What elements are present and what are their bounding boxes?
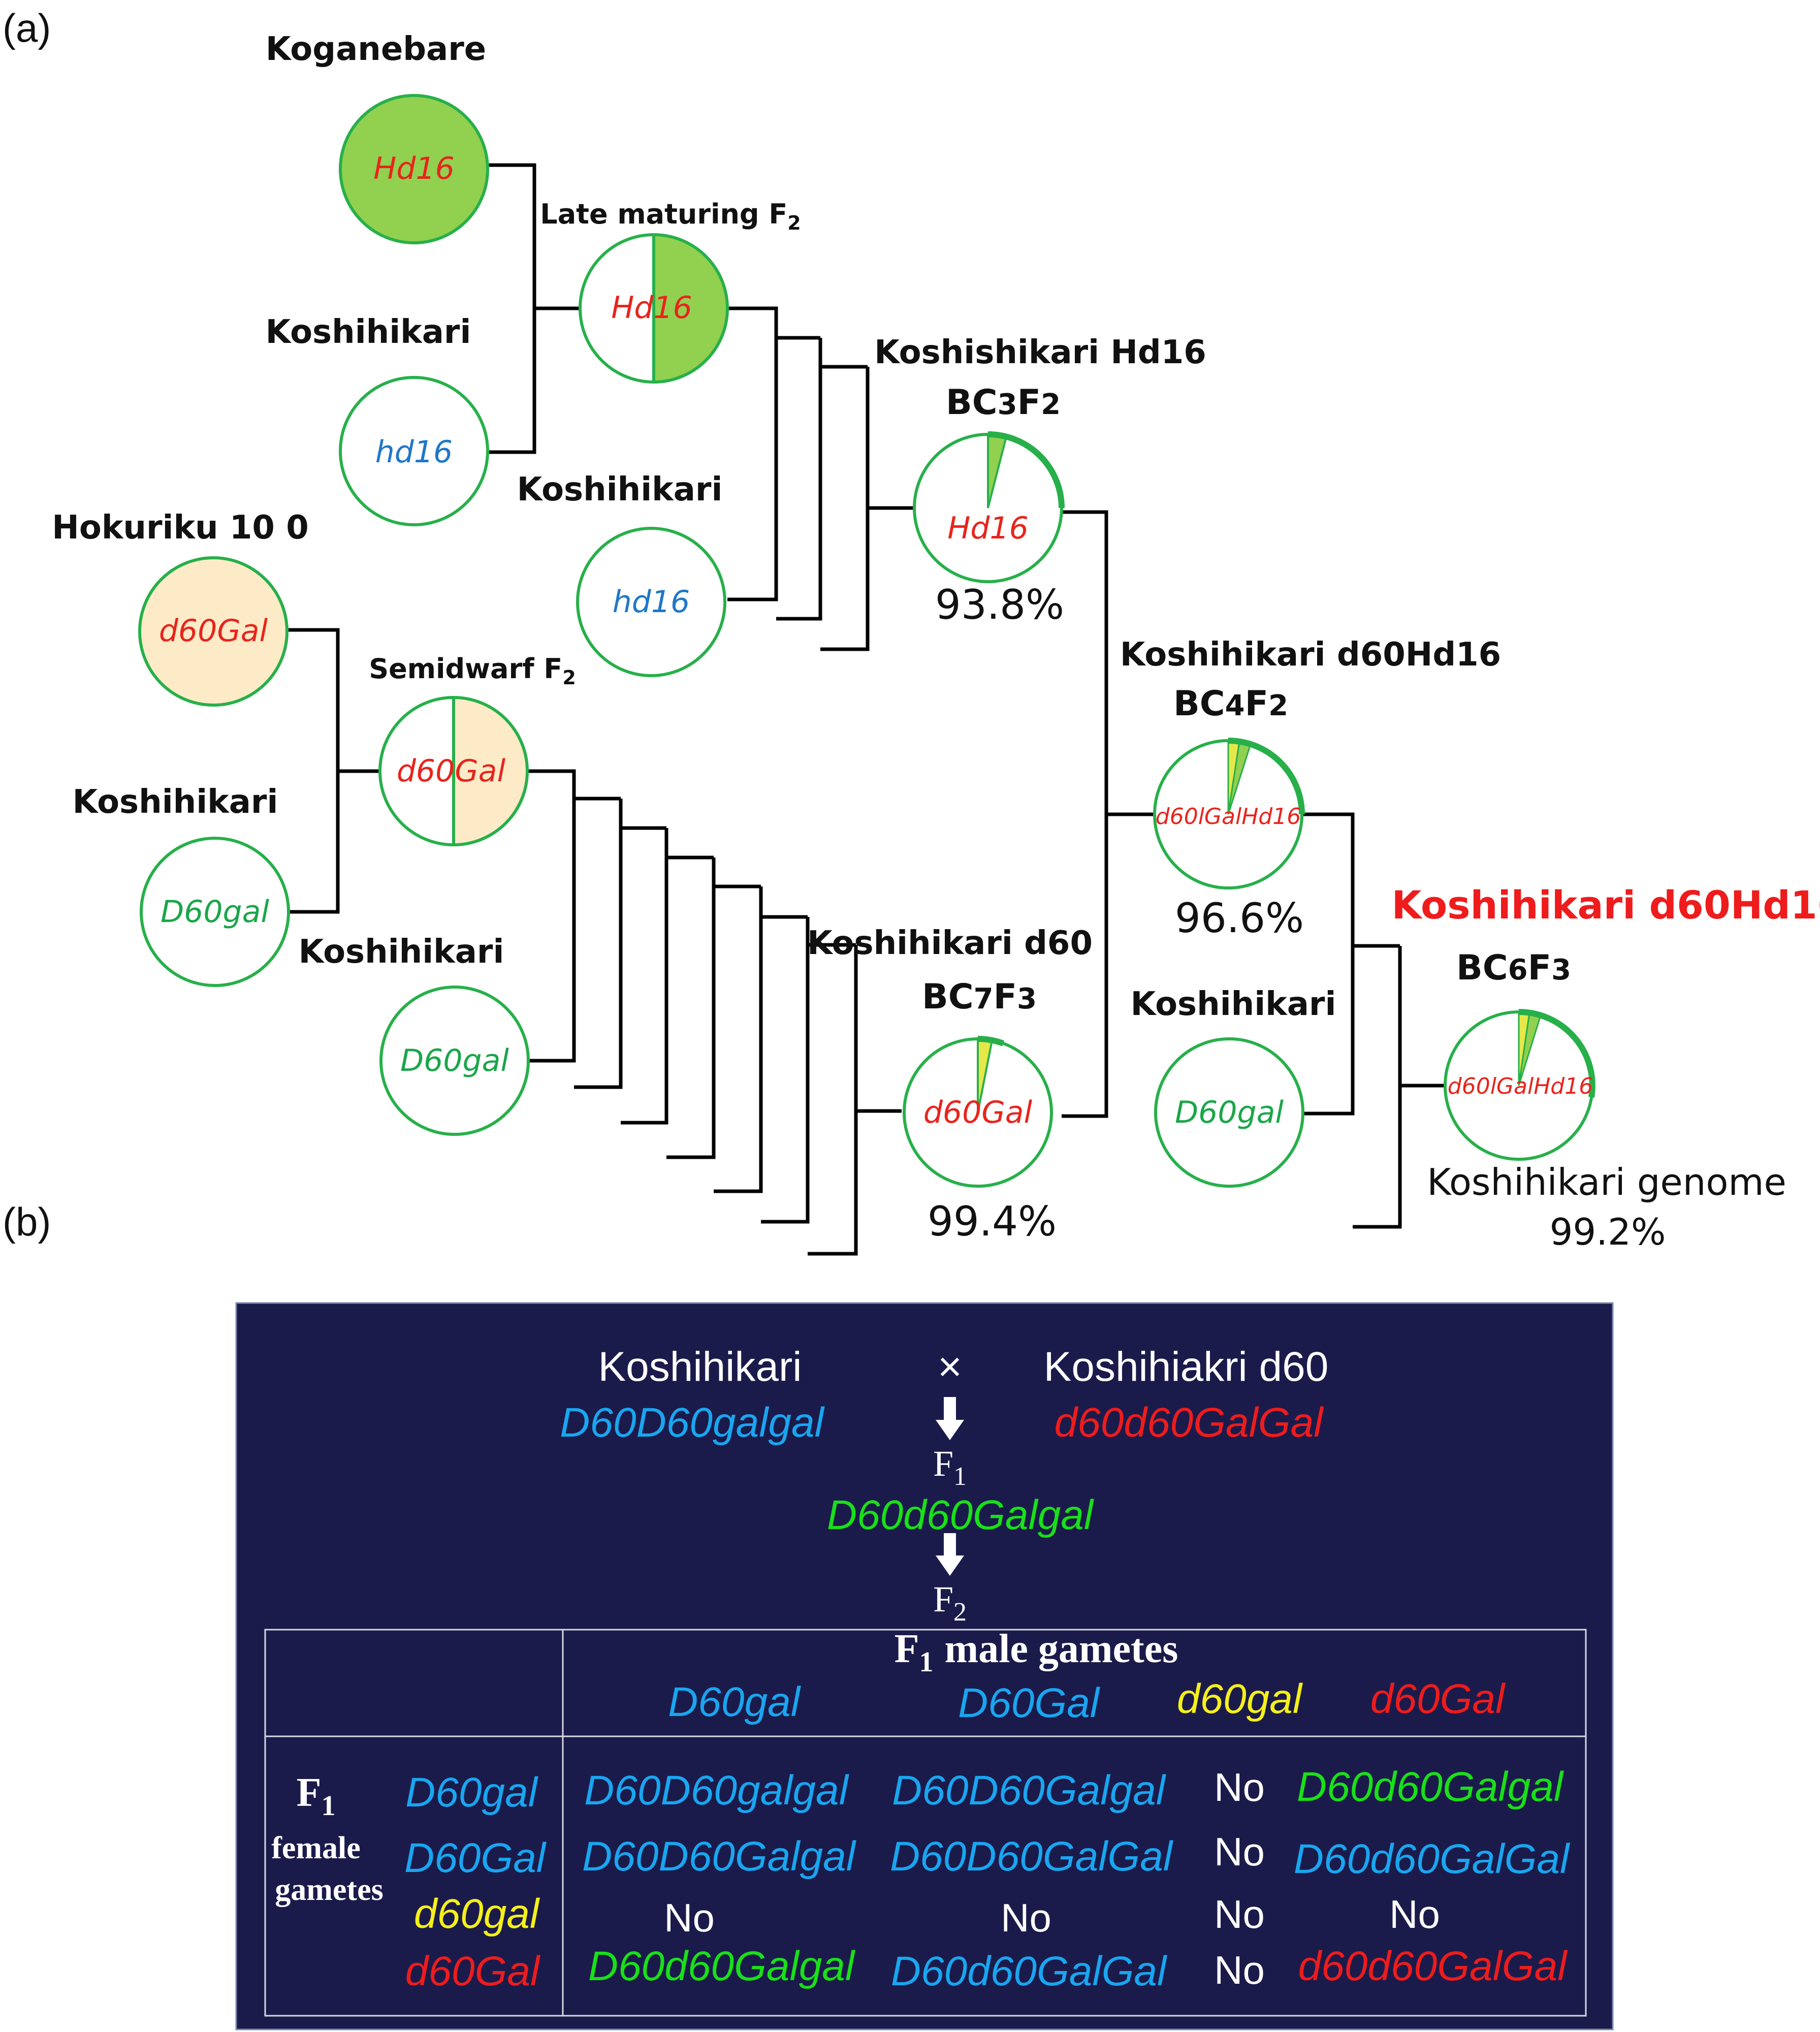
punnett-cell: D60D60GalGal: [890, 1833, 1174, 1880]
koshihikari-3-label: Koshihikari: [73, 783, 278, 821]
cross-symbol: ×: [938, 1344, 962, 1390]
late-f2-outline: [579, 233, 729, 384]
koganebare-circle: [339, 94, 489, 244]
female-gamete: d60Gal: [405, 1948, 541, 1994]
panel-b-label: (b): [3, 1199, 51, 1244]
male-gamete: D60gal: [668, 1679, 802, 1725]
female-gametes-header-line2: female: [271, 1831, 361, 1865]
semidwarf-f2-label: Semidwarf F2: [369, 653, 576, 689]
female-gametes-column: D60gal D60Gal d60gal d60Gal: [404, 1769, 547, 1994]
kosh-d60-arc: [977, 1036, 1005, 1046]
punnett-cell: D60D60Galgal: [892, 1767, 1167, 1814]
koshihikari-5-gene: D60gal: [1175, 1095, 1284, 1130]
parent-left-name: Koshihikari: [598, 1344, 802, 1390]
koganebare-gene: Hd16: [373, 151, 455, 186]
final-generation: BC6F3: [1456, 948, 1571, 988]
kosh-d60hd16-bc4-percent: 96.6%: [1175, 895, 1304, 942]
down-arrow-1: [936, 1397, 964, 1440]
punnett-cell: D60d60Galgal: [588, 1943, 856, 1989]
kosh-hd16-label: Koshishikari Hd16: [874, 334, 1206, 371]
punnett-table-frame: [264, 1629, 1587, 2017]
koshihikari-1-circle: [339, 376, 489, 526]
parent-right-name: Koshihiakri d60: [1044, 1344, 1329, 1390]
koshihikari-5-circle: [1154, 1037, 1304, 1188]
kosh-d60hd16-bc4-gene: d60lGalHd16: [1156, 804, 1301, 830]
final-arc: [1518, 1009, 1595, 1098]
male-gamete: d60gal: [1177, 1676, 1303, 1722]
final-gene: d60lGalHd16: [1448, 1073, 1593, 1099]
punnett-cell: No: [1214, 1948, 1265, 1992]
late-f2-half-fill: [654, 235, 727, 382]
f1-label: F1: [933, 1443, 967, 1491]
semidwarf-f2-outline: [378, 696, 529, 846]
pedigree-lines: [289, 163, 1445, 1256]
koshihikari-3-circle: [140, 837, 290, 987]
koshihikari-2-gene: hd16: [613, 584, 690, 620]
kosh-d60-label: Koshihikari d60: [807, 925, 1093, 962]
parent-left-genotype: D60D60galgal: [560, 1400, 825, 1446]
female-gamete: D60Gal: [404, 1835, 547, 1881]
female-gametes-header-f1: F1: [297, 1770, 336, 1822]
panel-b-background: [235, 1302, 1614, 2030]
kosh-hd16-gene: Hd16: [947, 511, 1029, 546]
koshihikari-4-gene: D60gal: [400, 1043, 509, 1078]
final-genome-label: Koshihikari genome: [1427, 1161, 1786, 1203]
kosh-d60hd16-bc4-arc: [1228, 738, 1305, 815]
late-f2-label: Late maturing F2: [540, 198, 801, 234]
kosh-d60-generation: BC7F3: [922, 977, 1037, 1017]
kosh-hd16-percent: 93.8%: [935, 581, 1064, 628]
koshihikari-5-label: Koshihikari: [1131, 986, 1336, 1023]
punnett-cell: No: [1001, 1895, 1051, 1940]
male-gamete: d60Gal: [1370, 1676, 1506, 1722]
punnett-cell: D60D60Galgal: [582, 1833, 857, 1880]
female-gametes-header-line3: gametes: [275, 1872, 383, 1907]
female-gamete: D60gal: [405, 1769, 539, 1816]
koshihikari-4-circle: [379, 986, 530, 1136]
koshihikari-2-circle: [576, 527, 726, 677]
kosh-d60-gene: d60Gal: [923, 1095, 1033, 1130]
punnett-cell: No: [1389, 1892, 1440, 1936]
koganebare-label: Koganebare: [266, 30, 486, 68]
kosh-d60-percent: 99.4%: [928, 1198, 1057, 1245]
punnett-cell: D60d60GalGal: [891, 1948, 1168, 1994]
hokuriku-label: Hokuriku 10 0: [52, 509, 308, 547]
male-gamete: D60Gal: [958, 1680, 1101, 1726]
koshihikari-4-label: Koshihikari: [299, 933, 504, 971]
parent-right-genotype: d60d60GalGal: [1055, 1400, 1325, 1446]
koshihikari-2-label: Koshihikari: [517, 471, 723, 509]
final-percent: 99.2%: [1550, 1211, 1666, 1253]
male-gametes-row: D60gal D60Gal d60gal d60Gal: [668, 1676, 1506, 1726]
hokuriku-circle: [138, 556, 289, 707]
hokuriku-gene: d60Gal: [159, 613, 268, 649]
late-f2-gene: Hd16: [611, 290, 692, 326]
female-gamete: d60gal: [414, 1891, 540, 1937]
final-title: Koshihikari d60Hd16: [1391, 882, 1820, 928]
koshihikari-1-label: Koshihikari: [266, 313, 471, 351]
punnett-cell: No: [664, 1895, 715, 1940]
f2-label: F2: [933, 1579, 967, 1627]
punnett-cell: No: [1214, 1892, 1265, 1936]
koshihikari-3-gene: D60gal: [161, 894, 269, 930]
f1-genotype: D60d60Galgal: [827, 1492, 1095, 1538]
punnett-cell: D60D60galgal: [584, 1767, 849, 1814]
semidwarf-f2-gene: d60Gal: [397, 753, 506, 789]
punnett-cell: d60d60GalGal: [1298, 1943, 1569, 1989]
punnett-cell: D60d60GalGal: [1294, 1836, 1571, 1882]
punnett-cell: D60d60Galgal: [1297, 1764, 1564, 1810]
kosh-d60hd16-bc4-generation: BC4F2: [1173, 684, 1288, 724]
kosh-d60hd16-bc4-label: Koshihikari d60Hd16: [1120, 636, 1501, 674]
panel-a-label: (a): [3, 6, 51, 50]
down-arrow-2: [936, 1533, 964, 1576]
koshihikari-1-gene: hd16: [375, 434, 453, 470]
punnett-cell: No: [1214, 1765, 1265, 1809]
semidwarf-f2-half-fill: [454, 697, 527, 845]
kosh-hd16-arc: [987, 431, 1065, 509]
punnett-cell: No: [1214, 1829, 1265, 1874]
kosh-hd16-generation: BC3F2: [946, 383, 1061, 423]
punnett-cells: D60D60galgal D60D60Galgal No D60d60Galga…: [582, 1764, 1571, 1994]
